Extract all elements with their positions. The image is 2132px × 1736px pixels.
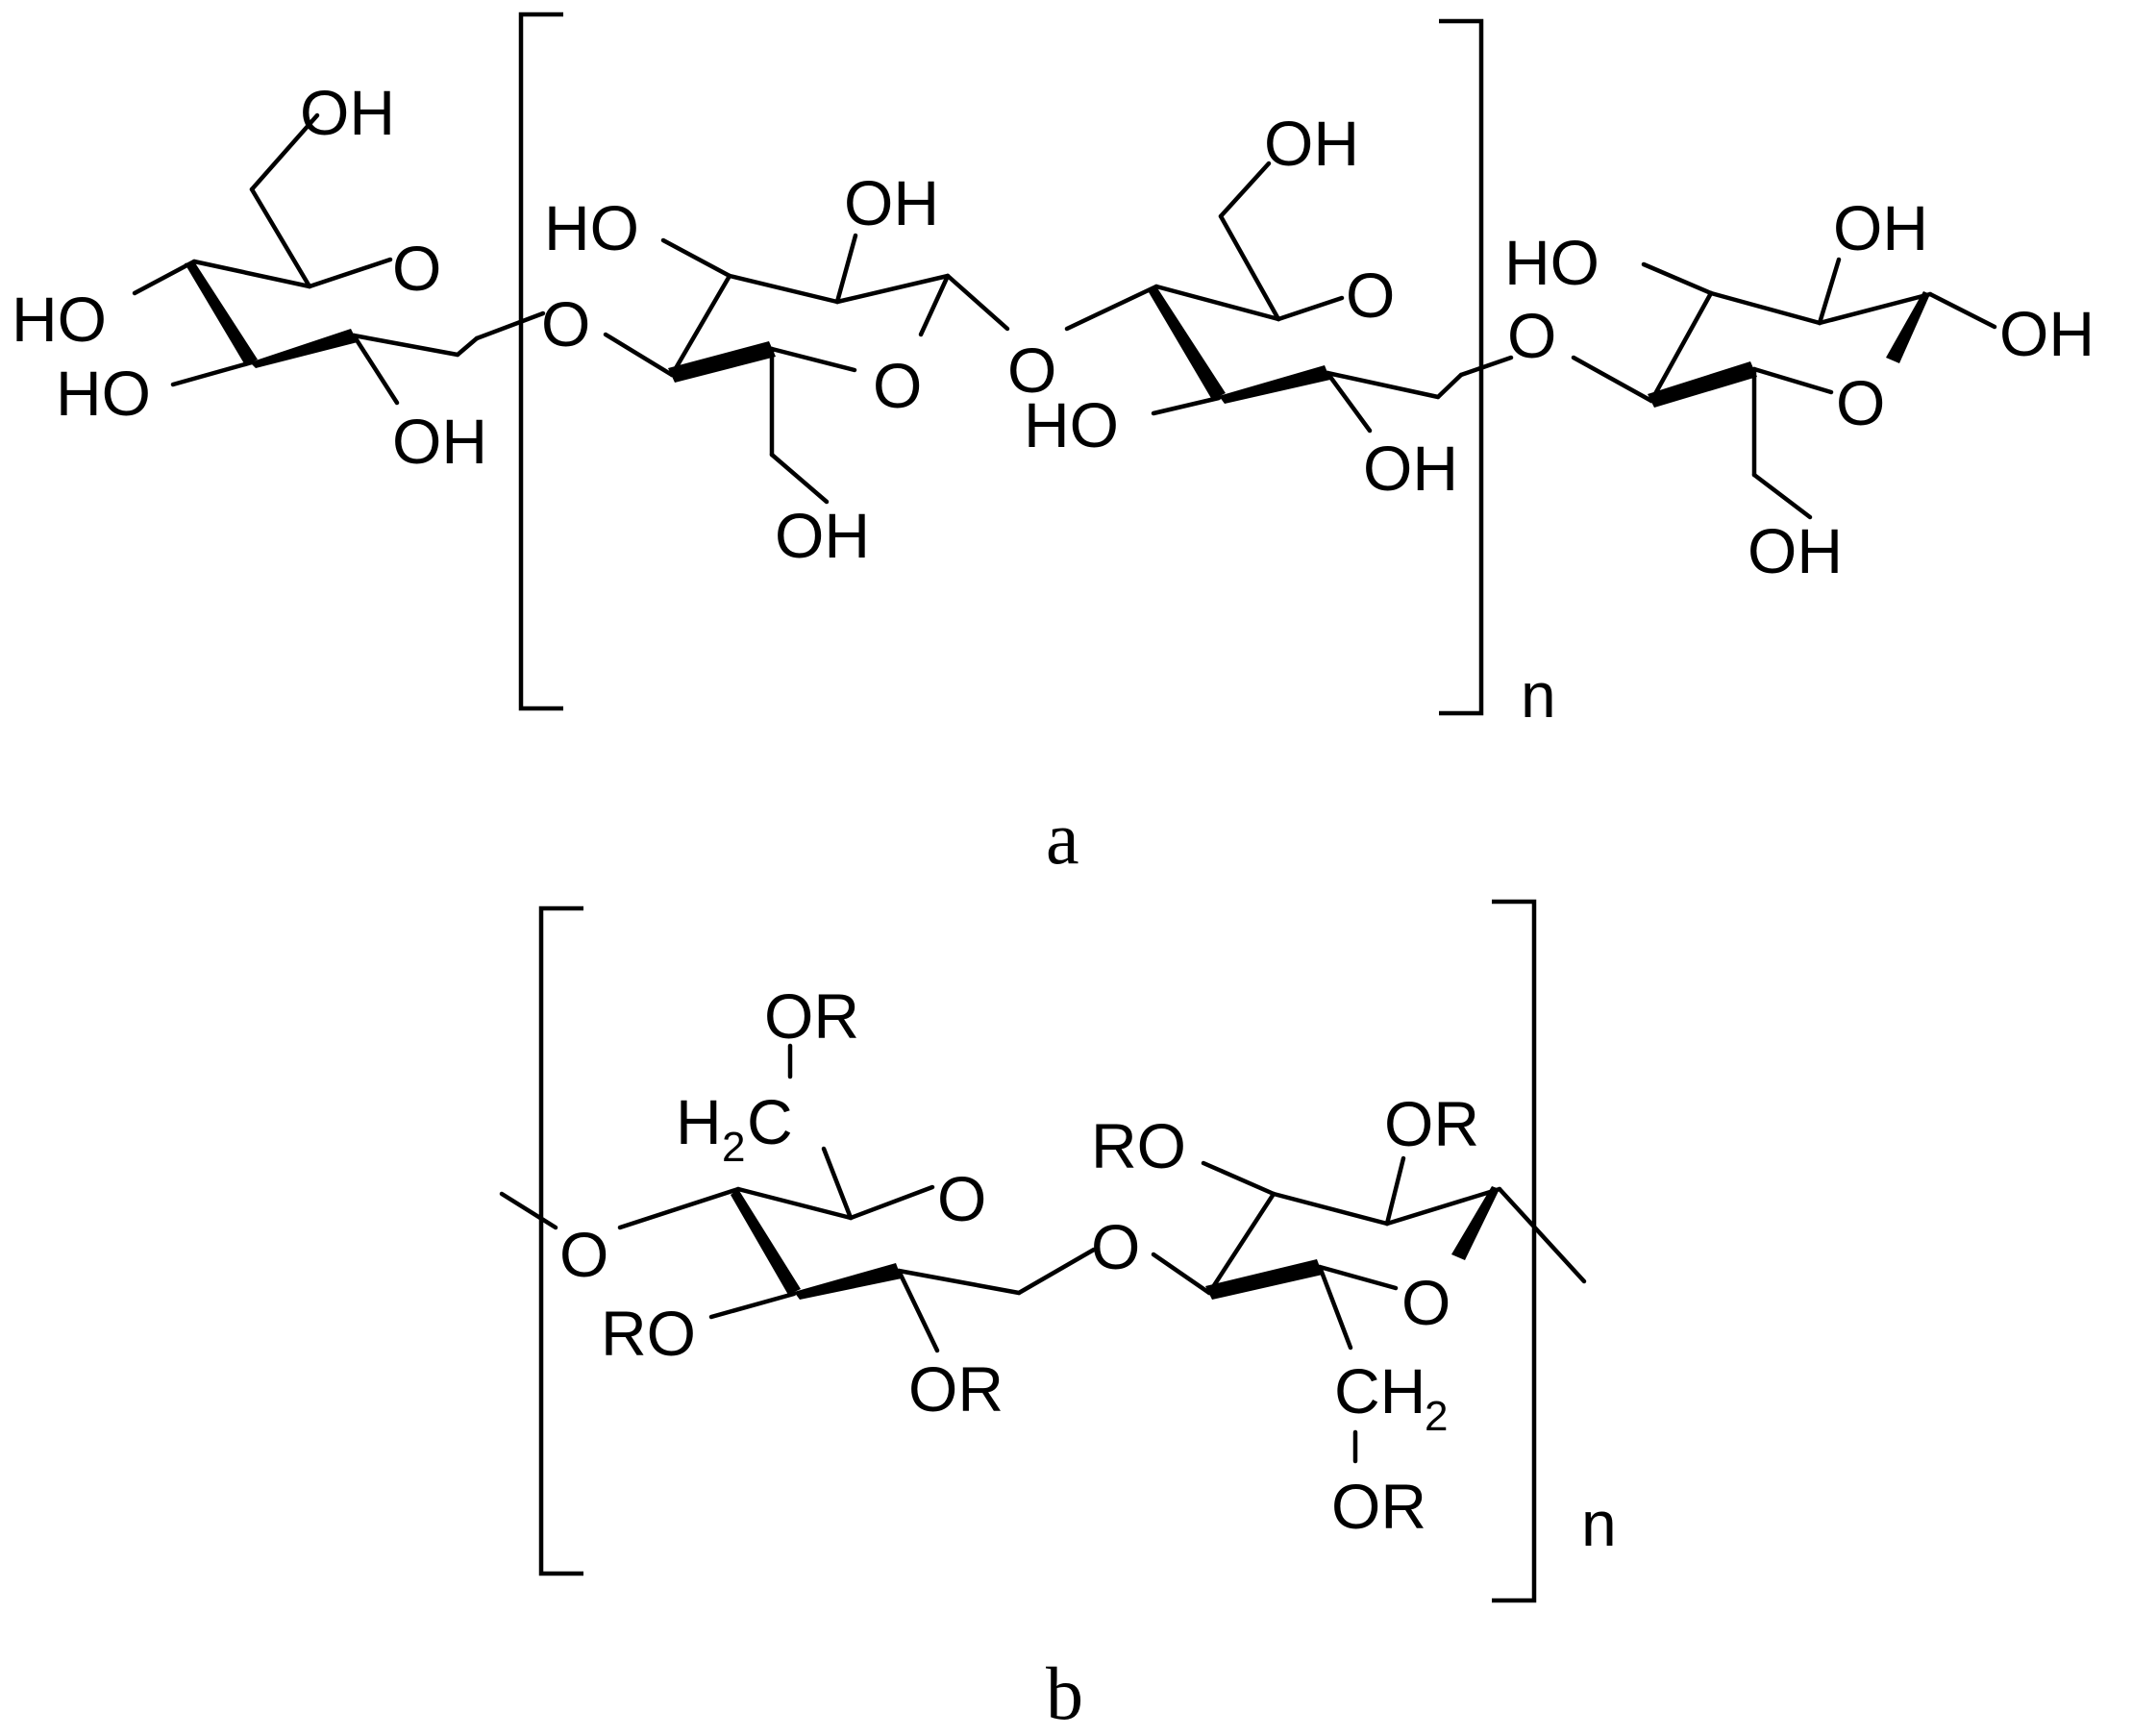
panel-a-r1-oh2: OH [844,167,939,238]
panel-b-s1-ring-oxygen: O [937,1163,986,1234]
panel-b-left-bracket [538,905,583,1576]
panel-a-repeat-ring-2 [1064,161,1464,434]
panel-a-terminal-ring-right [1571,257,1997,520]
panel-a-t2-ho3: HO [1504,227,1599,298]
panel-b-repeat-subscript: n [1581,1488,1617,1559]
panel-a-terminal-ring-left [132,112,480,406]
panel-a-t2-oh6: OH [1748,515,1843,586]
panel-b-s1-ro3: RO [601,1298,696,1369]
panel-b-label: b [1046,1651,1083,1735]
panel-a-t2-oh2: OH [1833,192,1928,263]
panel-a-t2-oh1: OH [1999,298,2095,369]
panel-b-residue-2 [1151,1155,1587,1464]
panel-b-s2-ch: CH [1334,1355,1425,1426]
panel-a-repeat-ring-1 [603,233,1010,505]
panel-a-t2-ring-oxygen: O [1836,367,1885,438]
panel-a-r2-ring-oxygen: O [1346,260,1395,331]
panel-b-s2-or6: OR [1331,1471,1426,1542]
panel-a-glycosidic-oxygen-2: O [1007,335,1056,406]
panel-a-t1-ring-oxygen: O [392,233,441,304]
panel-a-r1-ring-oxygen: O [873,350,922,421]
panel-a-t1-oh6: OH [300,77,395,148]
panel-a-t1-oh2: OH [392,406,487,477]
panel-b-s1-h: H [676,1086,722,1157]
panel-b-s2-ring-oxygen: O [1401,1267,1450,1338]
panel-b-glycosidic-oxygen: O [1091,1211,1140,1282]
panel-b-left-link-oxygen: O [559,1219,608,1290]
panel-a-r2-oh6: OH [1264,108,1359,179]
panel-a-r2-ho3: HO [1024,389,1119,460]
panel-a-r1-ho3: HO [544,192,639,263]
panel-b-s1-carbon: C [747,1086,793,1157]
panel-a-label: a [1046,796,1079,880]
panel-a-glycosidic-oxygen-1: O [541,288,590,360]
panel-b-s1-or6: OR [764,980,859,1052]
panel-a-left-bracket [518,12,563,711]
panel-b-s2-ch-subscript: 2 [1425,1393,1448,1440]
panel-a-right-bracket [1439,18,1484,716]
panel-b-right-bracket [1492,899,1537,1603]
panel-b-residue-1 [499,1043,1097,1353]
panel-a-structure: OH O HO HO OH O HO OH O OH O OH O HO OH … [12,12,2095,880]
panel-b-s2-ro3: RO [1091,1110,1186,1181]
panel-a-t1-ho3: HO [56,358,151,429]
panel-a-t1-ho4: HO [12,284,107,355]
panel-a-r2-oh2: OH [1363,433,1458,504]
panel-b-s1-or2: OR [908,1353,1004,1425]
panel-a-glycosidic-oxygen-3: O [1507,300,1556,371]
panel-a-r1-oh6: OH [775,500,870,571]
panel-b-structure: OR H 2 C O O RO OR O RO OR O CH 2 OR n b [499,899,1617,1735]
panel-a-repeat-subscript: n [1521,659,1556,731]
panel-b-s2-or2: OR [1384,1088,1479,1159]
panel-b-s1-h-subscript: 2 [722,1124,745,1171]
